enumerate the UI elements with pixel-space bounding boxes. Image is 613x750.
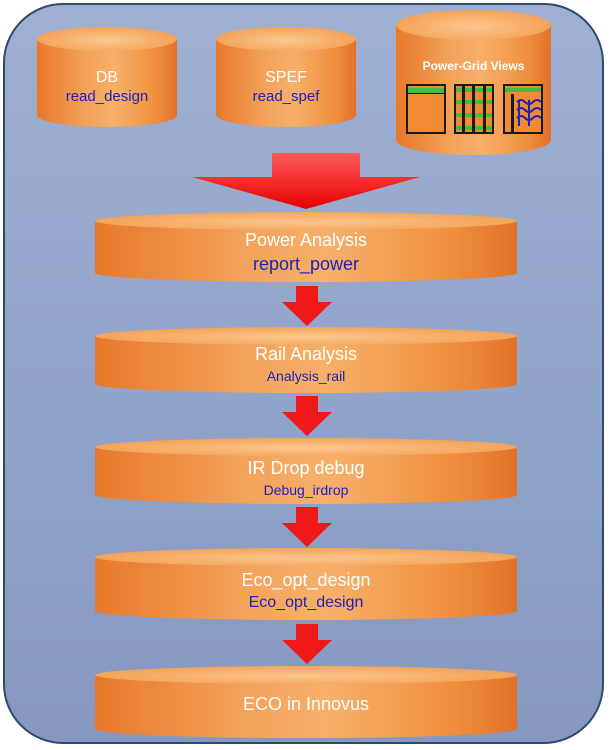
step-rail-analysis: Rail Analysis Analysis_rail	[95, 327, 517, 393]
down-arrow-icon	[282, 396, 332, 436]
step-command: Eco_opt_design	[248, 594, 364, 611]
spef-title: SPEF	[265, 69, 307, 86]
spef-cylinder: SPEF read_spef	[216, 27, 356, 127]
step-title: IR Drop debug	[247, 458, 365, 478]
step-title: ECO in Innovus	[242, 694, 370, 714]
wave-lines-icon	[516, 99, 541, 126]
grid-view-icon-mesh	[454, 84, 494, 134]
step-command: Analysis_rail	[266, 368, 346, 384]
grid-view-icon-top-stripe	[406, 84, 446, 134]
grid-view-icon-wave	[503, 84, 543, 134]
step-title: Rail Analysis	[254, 344, 358, 364]
step-eco-in-innovus: ECO in Innovus	[95, 666, 517, 738]
db-cylinder: DB read_design	[37, 27, 177, 127]
step-eco-opt-design: Eco_opt_design Eco_opt_design	[95, 548, 517, 620]
merge-arrow-icon	[192, 153, 420, 209]
step-ir-drop-debug: IR Drop debug Debug_irdrop	[95, 438, 517, 504]
down-arrow-icon	[282, 624, 332, 664]
power-grid-title: Power-Grid Views	[422, 59, 525, 73]
db-command: read_design	[65, 88, 149, 105]
step-command: report_power	[252, 254, 360, 274]
step-power-analysis: Power Analysis report_power	[95, 212, 517, 282]
step-title: Power Analysis	[244, 230, 368, 250]
spef-command: read_spef	[252, 88, 320, 105]
step-title: Eco_opt_design	[241, 570, 371, 590]
down-arrow-icon	[282, 507, 332, 547]
down-arrow-icon	[282, 286, 332, 326]
step-command: Debug_irdrop	[263, 482, 349, 498]
db-title: DB	[95, 69, 119, 86]
